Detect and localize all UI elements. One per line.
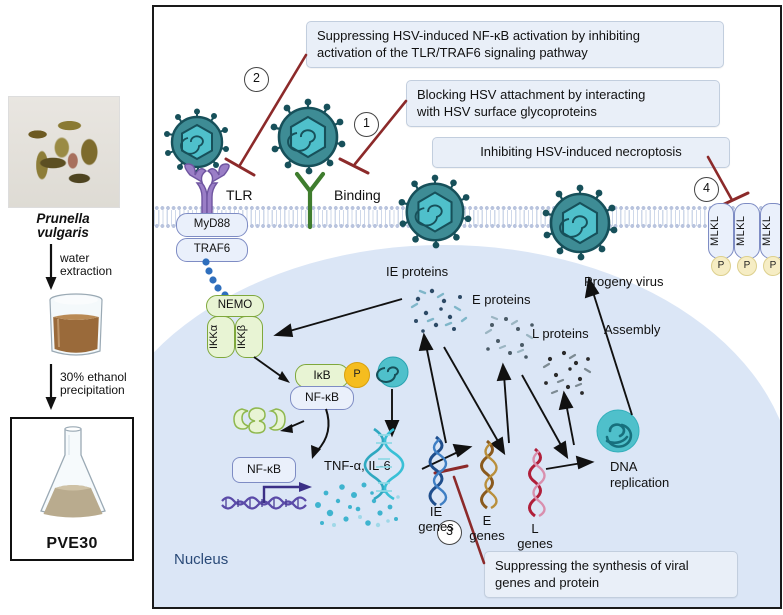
plant-name-line1: Prunella — [36, 211, 90, 226]
callout-box-3[interactable]: Suppressing the synthesis of viral genes… — [484, 551, 738, 598]
l-genes-line1: L — [531, 521, 539, 536]
ethanol-line2: precipitation — [60, 383, 125, 397]
e-proteins-label: E proteins — [472, 292, 531, 307]
l-proteins-label: L proteins — [532, 326, 589, 341]
plant-name-label: Prunella vulgaris — [8, 212, 118, 240]
nfkb-nuclear: NF-κB — [232, 457, 296, 483]
water-extraction-arrow — [45, 244, 57, 290]
step-number-4: 4 — [694, 177, 719, 202]
progeny-virus-label: Progeny virus — [584, 274, 664, 289]
callout-3-line1: Suppressing the synthesis of viral — [495, 558, 689, 573]
prunella-vulgaris-photo — [8, 96, 120, 208]
nfkb-cytoplasmic: NF-κB — [290, 386, 354, 410]
l-genes-label: L genes — [514, 521, 556, 551]
traf6-protein: TRAF6 — [176, 238, 248, 262]
ie-genes-line1: IE — [429, 504, 443, 519]
ikk-to-ikb-arrow — [253, 356, 290, 383]
callout-2-line1: Suppressing HSV-induced NF-κB activation… — [317, 28, 641, 43]
e-genes-transcript — [480, 439, 498, 510]
e-genes-label: E genes — [466, 513, 508, 543]
water-extraction-line1: water — [60, 251, 90, 265]
hsv-virion-tlr — [164, 108, 229, 175]
dna-replication-line1: DNA — [610, 459, 638, 474]
l-genes-transcript — [528, 447, 546, 518]
plant-name-line2: vulgaris — [37, 225, 89, 240]
step-number-2: 2 — [244, 67, 269, 92]
hsv-virion-entry — [398, 174, 472, 249]
cytokines-label: TNF-α, IL-6 — [324, 458, 391, 473]
callout-4-line1: Inhibiting HSV-induced necroptosis — [480, 144, 682, 159]
myd88-protein: MyD88 — [176, 213, 248, 237]
pathway-arrows — [273, 276, 633, 470]
water-extraction-line2: extraction — [60, 264, 113, 278]
tlr-label: TLR — [226, 187, 253, 203]
ikb-protein: IκB — [295, 364, 349, 388]
degraded-ikb-fragments — [233, 407, 286, 434]
ie-genes-label: IE genes — [414, 504, 458, 534]
binding-label: Binding — [334, 187, 381, 203]
nemo-protein: NEMO — [206, 295, 264, 317]
callout-box-4[interactable]: Inhibiting HSV-induced necroptosis — [432, 137, 730, 168]
dna-replication-blob — [596, 409, 640, 453]
ie-proteins-particles — [410, 288, 468, 333]
dna-replication-line2: replication — [610, 475, 670, 490]
viral-genome-dna — [363, 427, 405, 501]
e-proteins-particles — [484, 315, 534, 359]
mlkl-phospho-1: P — [711, 256, 731, 276]
step-number-1: 1 — [354, 112, 379, 137]
l-genes-line2: genes — [517, 535, 553, 551]
nfkb-translocation-arrow — [280, 408, 330, 459]
mlkl-phospho-2: P — [737, 256, 757, 276]
tlr-receptor-icon — [184, 163, 230, 216]
ethanol-precipitation-label: 30% ethanol precipitation — [60, 371, 150, 397]
assembly-label: Assembly — [604, 322, 661, 337]
hsv-entry-receptor-icon — [294, 171, 326, 230]
callout-2-line2: activation of the TLR/TRAF6 signaling pa… — [317, 44, 588, 60]
callout-box-1[interactable]: Blocking HSV attachment by interacting w… — [406, 80, 720, 127]
extraction-workflow-panel: Prunella vulgaris water extraction 30% e… — [0, 0, 152, 615]
beaker-icon — [49, 293, 103, 356]
ie-genes-line2: genes — [418, 518, 454, 534]
callout-3-line2: genes and protein — [495, 574, 600, 590]
erlenmeyer-flask-icon — [40, 426, 106, 518]
pve30-product-box: PVE30 — [10, 417, 134, 561]
inhibition-arrows — [224, 53, 750, 565]
mlkl-phospho-3: P — [763, 256, 780, 276]
callout-1-line1: Blocking HSV attachment by interacting — [417, 87, 646, 102]
callout-box-2[interactable]: Suppressing HSV-induced NF-κB activation… — [306, 21, 724, 68]
ie-genes-transcript — [428, 435, 448, 507]
viral-capsid-cytoplasm — [376, 356, 409, 388]
transcription-dna — [221, 482, 312, 510]
dna-replication-label: DNA replication — [610, 459, 669, 491]
ethanol-precipitation-arrow — [45, 364, 57, 410]
ikb-phospho-group: P — [344, 362, 370, 388]
callout-1-line2: with HSV surface glycoproteins — [417, 103, 597, 119]
mechanism-diagram-panel: Nucleus Suppressing HSV-induced NF-κB ac… — [152, 5, 782, 609]
ethanol-line1: 30% ethanol — [60, 370, 127, 384]
e-genes-line1: E — [482, 513, 492, 528]
step-number-3: 3 — [437, 520, 462, 545]
l-proteins-particles — [542, 350, 592, 395]
hsv-virion-binding — [270, 98, 346, 175]
nucleus-label: Nucleus — [174, 551, 229, 568]
water-extraction-label: water extraction — [60, 252, 146, 278]
hsv-virion-progeny — [542, 184, 618, 261]
e-genes-line2: genes — [469, 527, 505, 543]
pve30-label: PVE30 — [46, 535, 98, 552]
ie-proteins-label: IE proteins — [386, 264, 449, 279]
